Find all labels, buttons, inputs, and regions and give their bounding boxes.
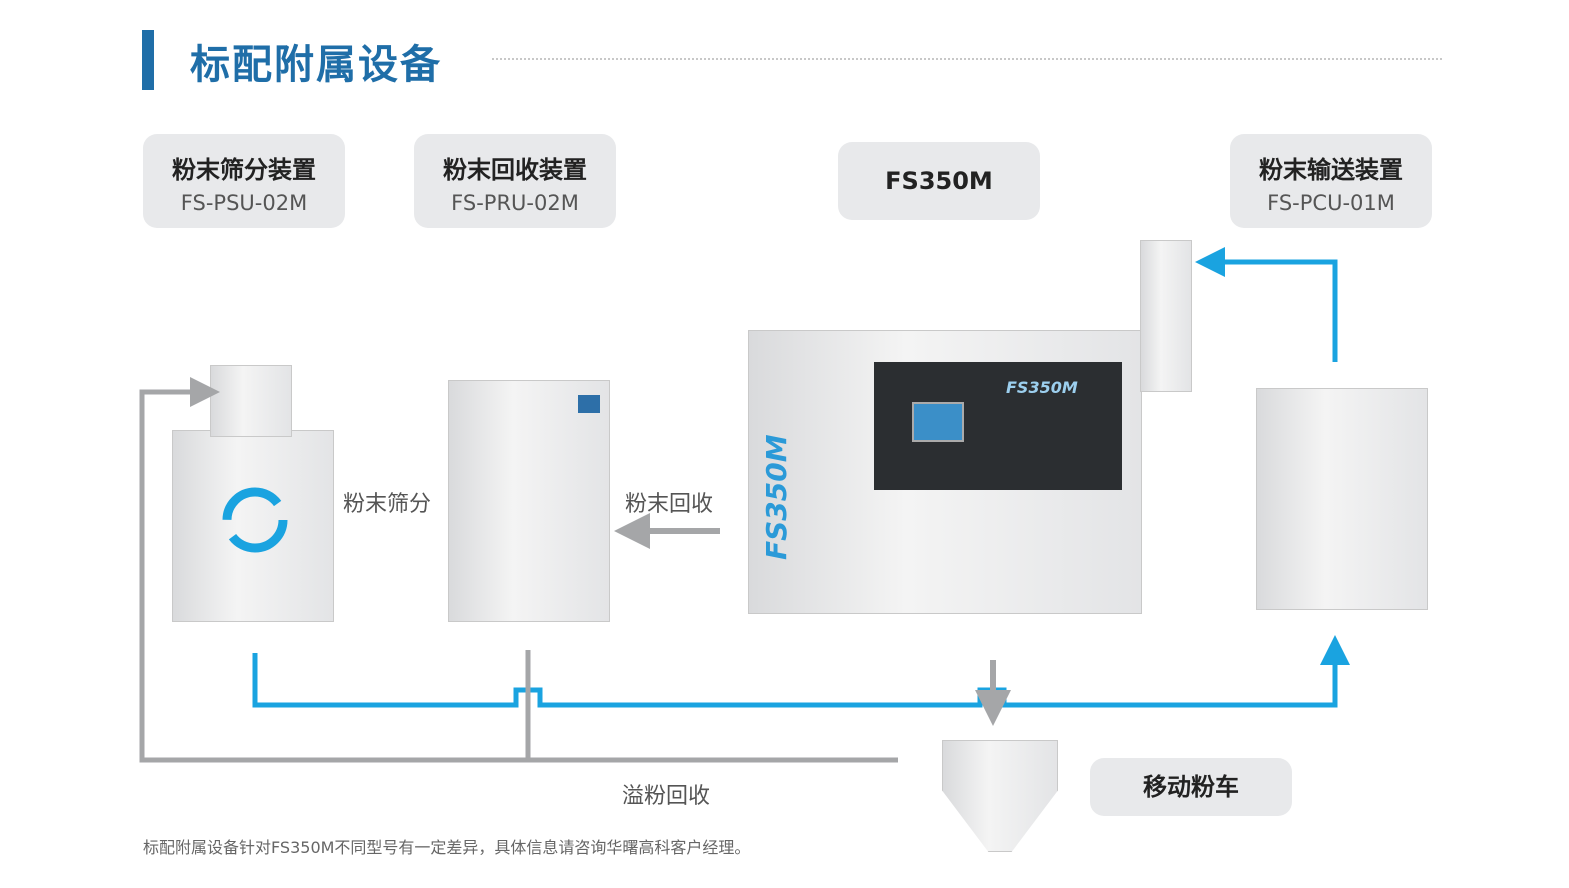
sieve-unit-hopper (210, 365, 292, 437)
device-tag-recovery: 粉末回收装置 FS-PRU-02M (414, 134, 616, 228)
device-tag-powder-cart: 移动粉车 (1090, 758, 1292, 816)
grey-flow-line (139, 377, 898, 763)
footnote: 标配附属设备针对FS350M不同型号有一定差异，具体信息请咨询华曙高科客户经理。 (143, 838, 751, 857)
sieve-rotation-icon (222, 487, 288, 553)
device-name: 粉末筛分装置 (172, 156, 316, 184)
flow-label-recover: 粉末回收 (625, 492, 714, 517)
device-model: FS-PSU-02M (180, 191, 308, 215)
device-name: 粉末回收装置 (443, 156, 587, 184)
blue-flow-line (252, 635, 1350, 708)
title-divider (492, 58, 1442, 60)
conveying-hopper-image (1140, 240, 1192, 392)
device-name: 移动粉车 (1143, 773, 1239, 801)
device-tag-conveying: 粉末输送装置 FS-PCU-01M (1230, 134, 1432, 228)
title-accent-bar (142, 30, 154, 90)
device-name: 粉末输送装置 (1259, 156, 1403, 184)
device-tag-fs350m: FS350M (838, 142, 1040, 220)
device-tag-sieve: 粉末筛分装置 FS-PSU-02M (143, 134, 345, 228)
flow-label-sieve: 粉末筛分 (343, 492, 432, 517)
device-model: FS-PCU-01M (1267, 191, 1395, 215)
sieve-unit-image (172, 430, 334, 622)
machine-screen (912, 402, 964, 442)
device-model: FS-PRU-02M (451, 191, 579, 215)
screen-icon (578, 395, 600, 413)
device-name: FS350M (885, 167, 993, 195)
machine-brand-label: FS350M (1006, 378, 1078, 397)
page-title: 标配附属设备 (190, 42, 442, 88)
conveying-unit-image (1256, 388, 1428, 610)
recovery-unit-image (448, 380, 610, 622)
flow-label-overflow: 溢粉回收 (622, 784, 711, 809)
blue-flow-line-top (1195, 247, 1338, 362)
